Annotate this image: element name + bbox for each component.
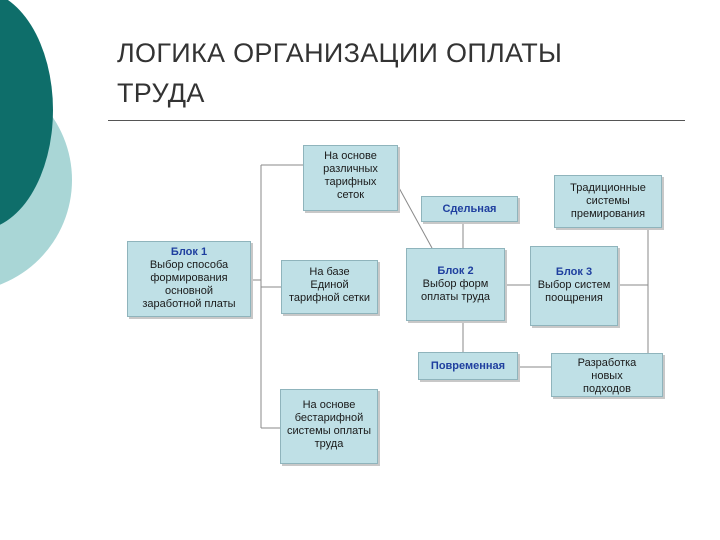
page-title: ЛОГИКА ОРГАНИЗАЦИИ ОПЛАТЫ ТРУДА [117, 33, 697, 113]
traditional-line-2: системы [586, 195, 630, 207]
title-divider [108, 120, 685, 121]
gridless-line-4: труда [314, 438, 344, 450]
traditional-bonus-box: Традиционные системы премирования [554, 175, 662, 228]
block-1-line-3: основной [165, 285, 213, 297]
unified-grid-line-2: Единой [310, 279, 349, 291]
block-1-heading: Блок 1 [170, 246, 208, 258]
time-based-label: Повременная [430, 359, 506, 372]
block-3-line-1: Выбор систем [537, 279, 611, 291]
traditional-line-1: Традиционные [570, 182, 646, 194]
block-1-box: Блок 1 Выбор способа формирования основн… [127, 241, 251, 317]
decor-dark-circle [0, 0, 53, 225]
block-2-line-2: оплаты труда [420, 291, 491, 303]
new-approaches-line-3: подходов [583, 383, 631, 395]
various-grids-line-4: сеток [336, 189, 365, 201]
new-approaches-line-2: новых [591, 370, 623, 382]
gridless-box: На основе бестарифной системы оплаты тру… [280, 389, 378, 464]
unified-grid-line-1: На базе [309, 266, 350, 278]
piecework-box: Сдельная [421, 196, 518, 222]
block-3-line-2: поощрения [545, 292, 603, 304]
block-1-line-2: формирования [150, 272, 228, 284]
block-1-line-1: Выбор способа [149, 259, 229, 271]
block-2-heading: Блок 2 [437, 265, 474, 277]
block-3-heading: Блок 3 [555, 266, 593, 278]
gridless-line-1: На основе [302, 399, 356, 411]
page-title-line-2: ТРУДА [117, 78, 205, 108]
piecework-label: Сдельная [442, 202, 497, 215]
new-approaches-line-1: Разработка [577, 357, 637, 369]
various-grids-line-3: тарифных [324, 176, 377, 188]
decorative-circles [0, 0, 72, 285]
new-approaches-box: Разработка новых подходов [551, 353, 663, 397]
block-3-box: Блок 3 Выбор систем поощрения [530, 246, 618, 326]
block-2-line-1: Выбор форм [422, 278, 489, 290]
page-title-line-1: ЛОГИКА ОРГАНИЗАЦИИ ОПЛАТЫ [117, 38, 563, 68]
various-grids-line-1: На основе [324, 150, 377, 162]
unified-grid-line-3: тарифной сетки [289, 292, 370, 304]
gridless-line-2: бестарифной [294, 412, 364, 424]
traditional-line-3: премирования [570, 208, 646, 220]
block-2-box: Блок 2 Выбор форм оплаты труда [406, 248, 505, 321]
block-1-line-4: заработной платы [142, 298, 236, 310]
various-grids-box: На основе различных тарифных сеток [303, 145, 398, 211]
time-based-box: Повременная [418, 352, 518, 380]
various-grids-line-2: различных [323, 163, 378, 175]
unified-grid-box: На базе Единой тарифной сетки [281, 260, 378, 314]
connector-grids-to-block2 [397, 185, 433, 249]
gridless-line-3: системы оплаты [286, 425, 371, 437]
